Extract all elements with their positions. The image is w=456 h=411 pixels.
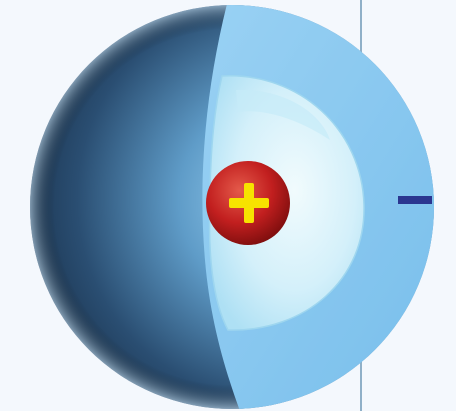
nucleus [206, 161, 290, 245]
negative-sign [398, 196, 432, 204]
positive-sign-vertical [244, 183, 254, 223]
